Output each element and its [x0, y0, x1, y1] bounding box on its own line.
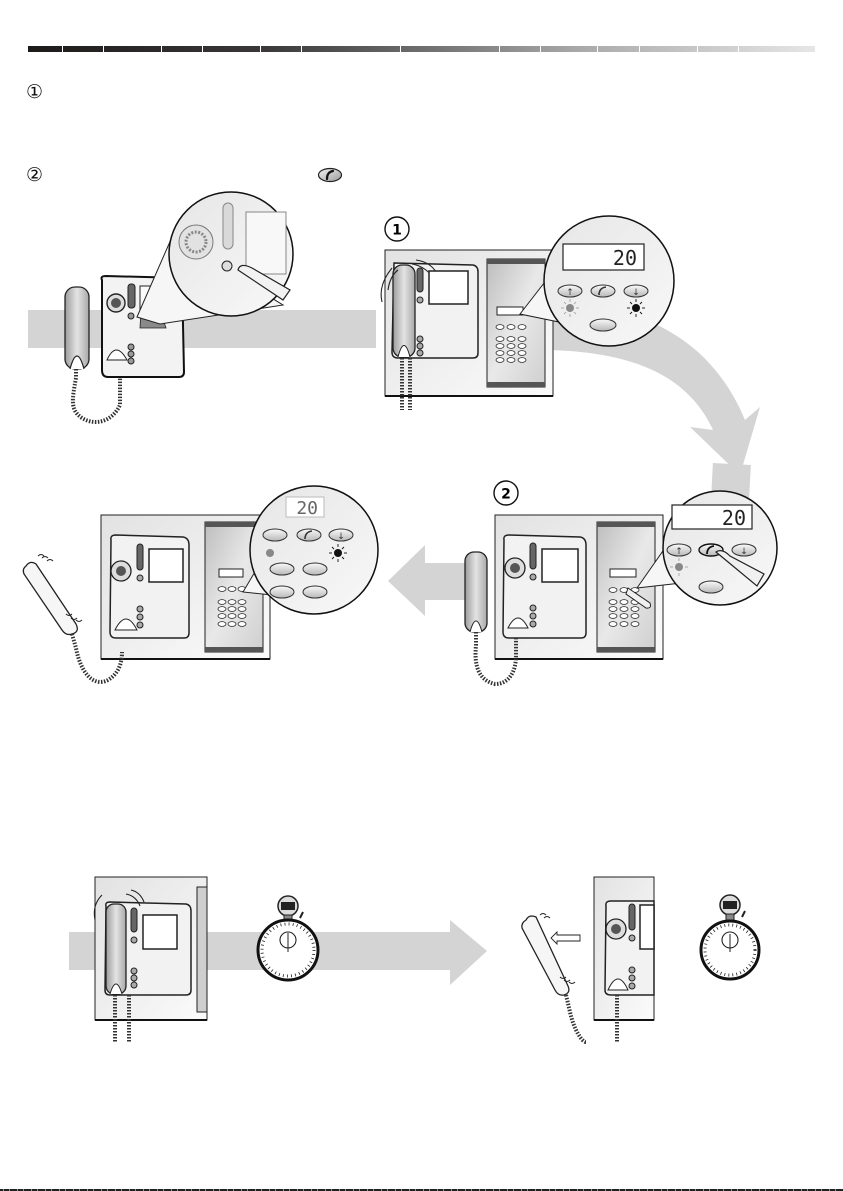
handset-icon [393, 265, 415, 357]
left-flow-arrow [388, 545, 468, 616]
svg-text:↑: ↑ [675, 547, 683, 557]
right-flow-arrow [207, 920, 487, 985]
handset-icon [106, 904, 126, 994]
svg-text:↓: ↓ [337, 532, 345, 542]
figure-c: 2 20 [465, 481, 777, 684]
svg-text:↑: ↑ [566, 288, 574, 298]
figure-e [94, 877, 318, 1042]
figure-d: 20 ↓ [23, 486, 378, 682]
figure-b: 1 20 ↑ ↓ [381, 216, 674, 410]
lcd-display-value: 20 [613, 246, 637, 270]
lcd-display-value: 20 [296, 498, 318, 519]
svg-text:↓: ↓ [740, 547, 748, 557]
lcd-display-value: 20 [722, 506, 746, 530]
svg-text:↓: ↓ [632, 288, 640, 298]
lift-direction-arrow [551, 932, 580, 944]
stopwatch-icon [701, 895, 759, 979]
stopwatch-icon [258, 896, 318, 980]
call-key [297, 529, 321, 541]
step-badge-1-label: 1 [392, 223, 402, 239]
figure-f [522, 877, 759, 1042]
step-badge-2-label: 2 [501, 487, 511, 503]
figure-a [65, 192, 293, 422]
led-blinking [266, 549, 274, 557]
call-key [591, 285, 615, 297]
